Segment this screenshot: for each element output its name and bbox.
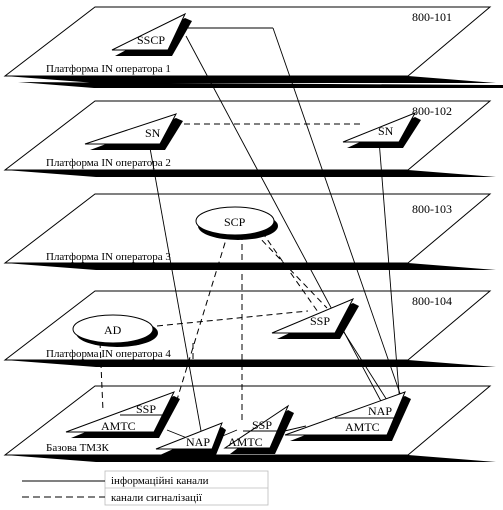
ssp-node-plane4: SSP — [271, 297, 359, 339]
sscp-label: SSCP — [137, 33, 165, 47]
ssp-amtc-node-mid: SSP AMTC — [223, 404, 294, 454]
info-channel — [185, 35, 384, 406]
signal-channel-lines — [99, 123, 362, 420]
signal-channel — [99, 341, 104, 412]
signal-channel — [156, 310, 309, 327]
scp-label: SCP — [224, 215, 246, 229]
signal-channel — [261, 231, 319, 313]
plane-label: Платформа IN оператора 3 — [46, 251, 171, 263]
sn-node-right: SN — [342, 112, 421, 148]
ad-node: AD — [72, 314, 158, 347]
scp-node: SCP — [195, 206, 278, 240]
info-channel — [378, 139, 401, 406]
sn-label: SN — [378, 124, 394, 138]
legend-info-channels: інформаційні канали — [111, 475, 209, 487]
plane-code: 800-103 — [412, 202, 452, 216]
ssp-label: SSP — [136, 402, 156, 416]
plane-code: 800-101 — [412, 10, 452, 24]
plane-code: 800-102 — [412, 104, 452, 118]
ssp-label: SSP — [310, 314, 330, 328]
info-channel — [149, 147, 204, 443]
nap-amtc-node-right: NAP AMTC — [284, 391, 411, 441]
amtc-label: AMTC — [228, 435, 263, 449]
plane-label: Базова ТМЗК — [46, 442, 110, 454]
ad-label: AD — [104, 323, 122, 337]
sn-label: SN — [145, 126, 161, 140]
legend-signal-channels: канали сигналізації — [111, 492, 203, 504]
plane-label: Платформа IN оператора 2 — [46, 157, 171, 169]
ssp-label: SSP — [252, 418, 272, 432]
nap-node-mid: NAP — [155, 422, 226, 455]
amtc-label: AMTC — [345, 420, 380, 434]
plane-operator-2: 800-102 Платформа IN оператора 2 — [3, 100, 496, 177]
nap-label: NAP — [186, 435, 210, 449]
nap-label: NAP — [368, 404, 392, 418]
sscp-node: SSCP — [111, 12, 192, 56]
signal-channel — [254, 232, 328, 309]
ssp-amtc-node-left: SSP AMTC — [65, 391, 180, 438]
sn-node-left: SN — [84, 113, 183, 150]
legend: інформаційні канали канали сигналізації — [22, 470, 269, 506]
plane-label: Платформа IN оператора 1 — [46, 63, 171, 75]
plane-code: 800-104 — [412, 294, 452, 308]
amtc-label: AMTC — [101, 419, 136, 433]
plane-label: Платформа IN оператора 4 — [46, 348, 171, 360]
info-channel — [272, 27, 405, 406]
plane-operator-1: 800-101 Платформа IN оператора 1 — [3, 6, 503, 88]
